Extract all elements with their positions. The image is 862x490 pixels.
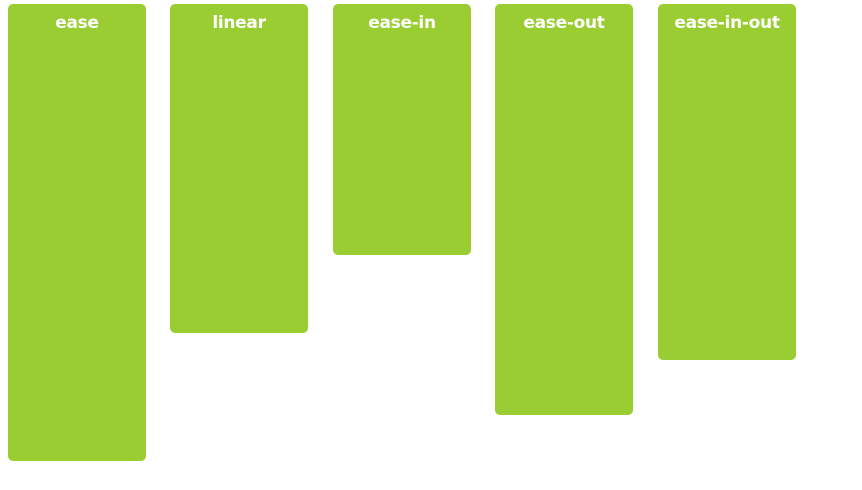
ease-in-box-label: ease-in — [368, 13, 436, 33]
ease-in-out-box-label: ease-in-out — [674, 13, 780, 33]
linear-box-label: linear — [212, 13, 266, 33]
ease-in-out-box: ease-in-out — [658, 4, 796, 360]
ease-out-box: ease-out — [495, 4, 633, 415]
ease-box-label: ease — [55, 13, 99, 33]
linear-box: linear — [170, 4, 308, 333]
ease-out-box-label: ease-out — [523, 13, 605, 33]
ease-in-box: ease-in — [333, 4, 471, 255]
ease-box: ease — [8, 4, 146, 461]
